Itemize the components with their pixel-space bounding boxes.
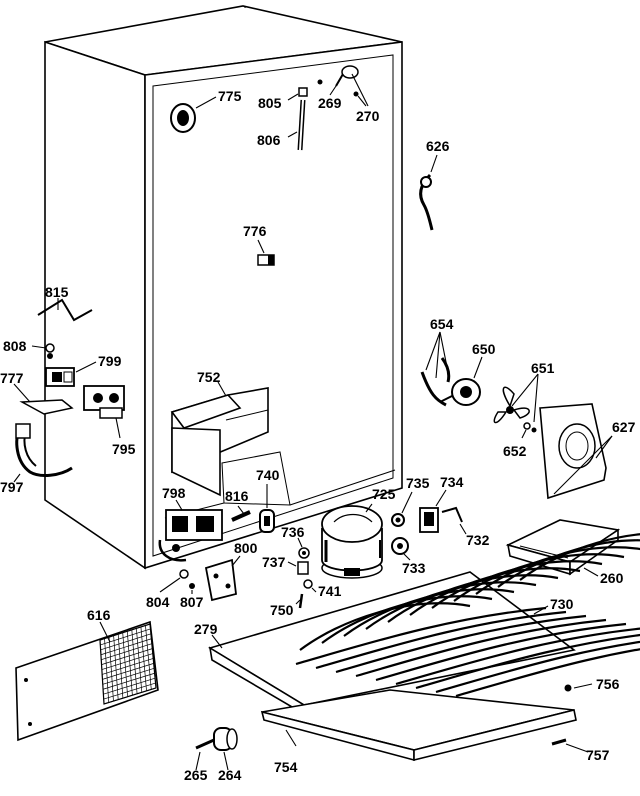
part-736-grommet [297,537,310,559]
label-616: 616 [87,607,111,623]
label-757: 757 [586,747,610,763]
label-805: 805 [258,95,282,111]
part-754-bottom-panel [260,689,577,762]
label-734: 734 [440,474,464,490]
label-808: 808 [3,338,27,354]
part-805-806-tube [287,87,308,151]
part-800-bracket [204,555,241,602]
label-776: 776 [243,223,267,239]
label-816: 816 [225,488,249,504]
label-651: 651 [531,360,555,376]
label-775: 775 [218,88,242,104]
label-650: 650 [472,341,496,357]
label-269: 269 [318,95,342,111]
label-752: 752 [197,369,221,385]
label-652: 652 [503,443,527,459]
part-797-harness [13,423,73,483]
label-270: 270 [356,108,380,124]
label-735: 735 [406,475,430,491]
part-733-overload [391,537,411,561]
part-734-relay [419,489,447,533]
part-798-valve-assembly [158,499,223,562]
label-795: 795 [112,441,136,457]
cover-mesh [99,623,157,705]
label-756: 756 [596,676,620,692]
part-652-washer [521,422,537,439]
part-741-screw [303,579,317,593]
label-265: 265 [184,767,208,783]
part-808-washer [31,343,55,359]
label-654: 654 [430,316,454,332]
part-750-bolt [295,593,304,609]
label-730: 730 [550,596,574,612]
part-279-base [208,571,576,716]
part-269-270-fitting [317,65,369,107]
label-800: 800 [234,540,258,556]
label-740: 740 [256,467,280,483]
label-741: 741 [318,583,342,599]
part-776-clip [257,239,275,266]
part-740-bracket [259,484,275,533]
part-654-blades [420,331,451,407]
part-816-screw [231,505,251,522]
label-626: 626 [426,138,450,154]
part-799-valve [45,361,97,387]
label-732: 732 [466,532,490,548]
part-627-fan-bracket [539,403,613,500]
part-804-807-fasteners [159,569,195,594]
label-737: 737 [262,554,286,570]
part-730-condenser [295,533,640,698]
label-777: 777 [0,370,24,386]
label-725: 725 [372,486,396,502]
part-725-compressor [321,503,383,579]
part-650-motor [439,356,483,406]
label-806: 806 [257,132,281,148]
callout-labels: 775 805 269 270 806 626 776 815 808 799 … [0,88,636,783]
label-750: 750 [270,602,294,618]
part-756-screw [564,683,593,692]
label-736: 736 [281,524,305,540]
part-264-roller [213,727,238,771]
label-733: 733 [402,560,426,576]
part-265-pin [195,738,215,771]
part-777-mount [13,383,74,415]
label-799: 799 [98,353,122,369]
label-754: 754 [274,759,298,775]
label-798: 798 [162,485,186,501]
part-735-grommet [391,491,413,527]
part-752-shroud [170,381,269,497]
part-795-valve [83,385,125,439]
label-807: 807 [180,594,204,610]
label-797: 797 [0,479,24,495]
part-757-clip [551,738,589,753]
label-804: 804 [146,594,170,610]
part-737-sleeve [287,561,309,575]
label-264: 264 [218,767,242,783]
label-815: 815 [45,284,69,300]
part-775-grommet [170,96,217,133]
part-815-bracket [37,298,93,322]
label-279: 279 [194,621,218,637]
part-626-cord [419,154,438,231]
part-651-fan-blade [493,373,539,424]
label-260: 260 [600,570,624,586]
label-627: 627 [612,419,636,435]
part-616-access-cover [15,620,159,742]
part-732-clip [441,506,467,535]
